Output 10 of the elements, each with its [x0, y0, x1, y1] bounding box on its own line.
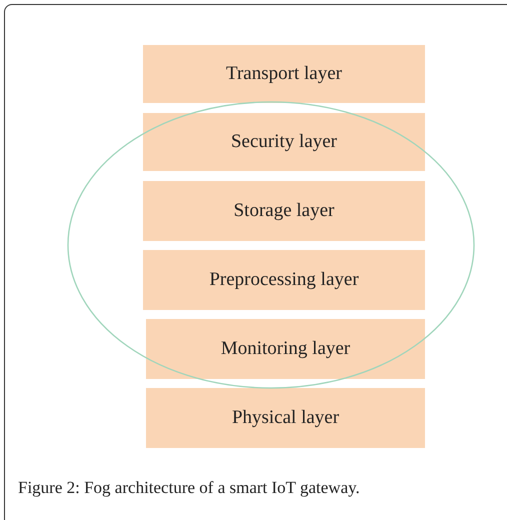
ellipse-outline: [67, 101, 475, 389]
layer-label: Physical layer: [232, 407, 340, 429]
figure-caption: Figure 2: Fog architecture of a smart IoT gateway.: [18, 478, 360, 498]
layer-label: Transport layer: [226, 63, 342, 85]
layer-label: Security layer: [230, 131, 338, 153]
layer-box: [146, 388, 425, 448]
layer-label: Storage layer: [234, 200, 334, 222]
layer-label: Preprocessing layer: [209, 269, 359, 291]
layer-box: [143, 45, 425, 103]
layer-label: Monitoring layer: [220, 338, 350, 360]
